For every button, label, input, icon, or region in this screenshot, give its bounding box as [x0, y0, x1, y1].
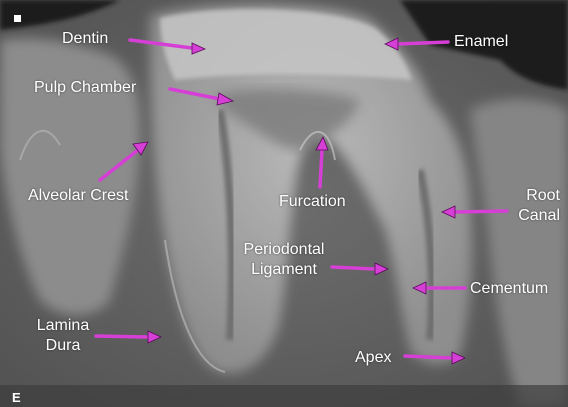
label-furcation: Furcation [279, 192, 346, 212]
label-enamel: Enamel [454, 32, 508, 52]
label-periodontal-ligament-line2: Ligament [228, 260, 340, 280]
label-lamina-dura-line1: Lamina [28, 316, 98, 336]
label-lamina-dura: Lamina Dura [28, 316, 98, 356]
label-alveolar-crest: Alveolar Crest [28, 186, 128, 206]
label-cementum: Cementum [470, 279, 548, 299]
corner-marker [14, 15, 21, 22]
label-root-canal-line1: Root [508, 186, 560, 206]
label-lamina-dura-line2: Dura [28, 336, 98, 356]
label-root-canal-line2: Canal [508, 206, 560, 226]
label-root-canal: Root Canal [508, 186, 560, 226]
label-periodontal-ligament-line1: Periodontal [228, 240, 340, 260]
label-periodontal-ligament: Periodontal Ligament [228, 240, 340, 280]
panel-letter: E [12, 390, 21, 405]
label-pulp-chamber: Pulp Chamber [34, 78, 136, 98]
label-apex: Apex [355, 348, 391, 368]
bottom-shadow [0, 385, 568, 407]
label-dentin: Dentin [62, 29, 108, 49]
